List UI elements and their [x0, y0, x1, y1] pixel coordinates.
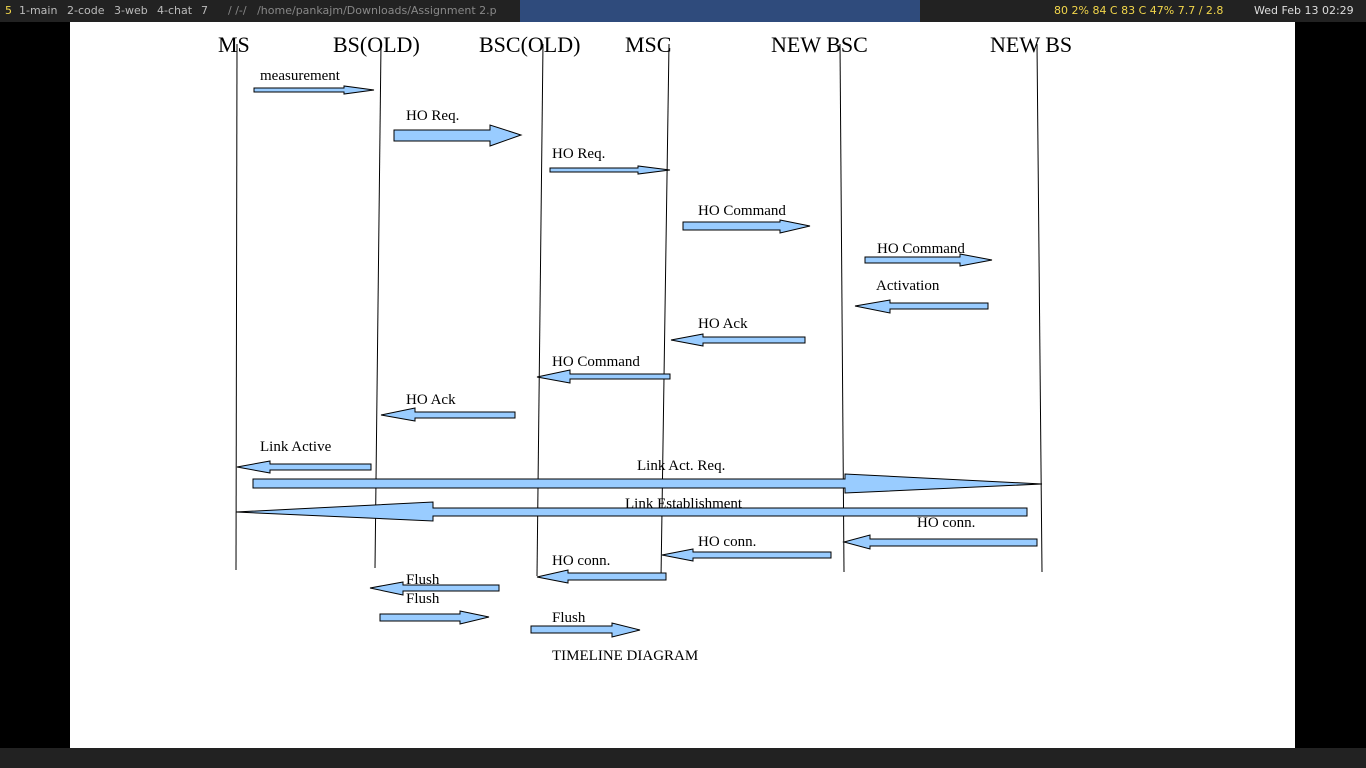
ho-conn-arrow-2 — [661, 548, 832, 562]
label-link-establishment: Link Establishment — [625, 496, 743, 512]
workspace-3-web[interactable]: 3-web — [114, 4, 148, 17]
top-status-bar: 5 1-main 2-code 3-web 4-chat 7 / /-/ /ho… — [0, 0, 1366, 22]
measurement-arrow — [253, 85, 375, 95]
lifeline-bs-old — [374, 43, 382, 569]
link-establishment-arrow — [235, 501, 1028, 522]
label-ho-command-2: HO Command — [877, 241, 965, 257]
ho-command-arrow-3 — [536, 369, 671, 384]
label-ho-ack-1: HO Ack — [698, 316, 748, 332]
diagram-caption: TIMELINE DIAGRAM — [552, 648, 698, 664]
ho-req-arrow-1 — [393, 124, 523, 147]
timeline-diagram: MS BS(OLD) BSC(OLD) MSC NEW BSC NEW BS m… — [218, 32, 1072, 664]
flush-arrow-3 — [530, 622, 641, 638]
label-ho-req-2: HO Req. — [552, 146, 605, 162]
label-ho-conn-3: HO conn. — [552, 553, 610, 569]
workspace-2-code[interactable]: 2-code — [67, 4, 105, 17]
label-flush-1: Flush — [406, 572, 440, 588]
path-prefix: / /-/ — [228, 4, 247, 17]
label-ho-command-3: HO Command — [552, 354, 640, 370]
label-ho-req-1: HO Req. — [406, 108, 459, 124]
label-measurement: measurement — [260, 68, 341, 84]
system-status: 80 2% 84 C 83 C 47% 7.7 / 2.8 — [1054, 4, 1224, 17]
link-active-arrow — [236, 460, 372, 474]
label-activation: Activation — [876, 278, 940, 294]
label-flush-3: Flush — [552, 610, 586, 626]
focused-window-indicator — [520, 0, 920, 22]
lifeline-msc — [660, 43, 670, 579]
label-ho-ack-2: HO Ack — [406, 392, 456, 408]
label-flush-2: Flush — [406, 591, 440, 607]
label-ho-conn-2: HO conn. — [698, 534, 756, 550]
document-page — [70, 22, 1295, 748]
lifeline-new-bs — [1036, 43, 1043, 573]
lifeline-ms — [235, 43, 238, 571]
workspace-1-main[interactable]: 1-main — [19, 4, 58, 17]
ho-command-arrow-1 — [682, 219, 811, 234]
bottom-bar — [0, 748, 1366, 768]
label-ho-conn-1: HO conn. — [917, 515, 975, 531]
label-link-act-req: Link Act. Req. — [637, 458, 725, 474]
lifeline-new-bsc — [839, 43, 845, 573]
label-link-active: Link Active — [260, 439, 332, 455]
entity-label-msc: MSC — [625, 32, 671, 57]
lifeline-bsc-old — [536, 43, 544, 577]
entity-label-new-bsc: NEW BSC — [771, 32, 868, 57]
entity-label-new-bs: NEW BS — [990, 32, 1072, 57]
workspace-4-chat[interactable]: 4-chat — [157, 4, 193, 17]
window-path: /home/pankajm/Downloads/Assignment 2.p — [257, 4, 497, 17]
ho-ack-arrow-2 — [380, 407, 516, 422]
window-title: / /-/ /home/pankajm/Downloads/Assignment… — [228, 4, 497, 17]
flush-arrow-2 — [379, 610, 490, 625]
ho-ack-arrow-1 — [670, 333, 806, 347]
link-act-req-arrow — [252, 473, 1043, 494]
ho-conn-arrow-1 — [842, 534, 1038, 550]
ho-command-arrow-2 — [864, 253, 993, 267]
entity-label-ms: MS — [218, 32, 250, 57]
activation-arrow — [854, 299, 989, 314]
ho-conn-arrow-3 — [536, 569, 667, 584]
entity-label-bsc-old: BSC(OLD) — [479, 32, 580, 57]
ho-req-arrow-2 — [549, 165, 671, 175]
workspace-7[interactable]: 7 — [201, 4, 208, 17]
clock: Wed Feb 13 02:29 — [1254, 4, 1354, 17]
flush-arrow-1 — [369, 581, 500, 596]
workspace-5[interactable]: 5 — [5, 4, 12, 17]
label-ho-command-1: HO Command — [698, 203, 786, 219]
entity-label-bs-old: BS(OLD) — [333, 32, 420, 57]
